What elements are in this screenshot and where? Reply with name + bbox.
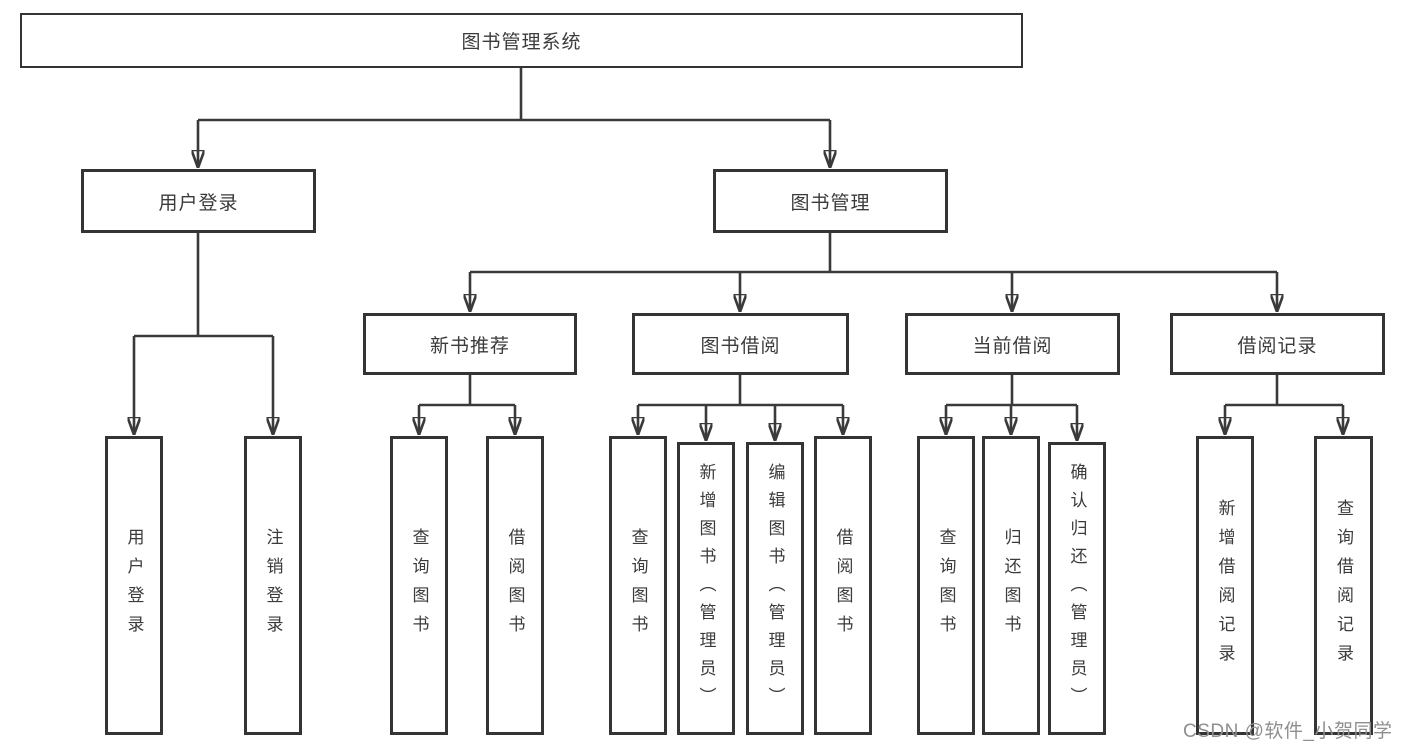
node-label: 图书管理 [790, 192, 871, 214]
node-label: 查询图书 [409, 527, 429, 644]
leaf-cb-return-books: 归还图书 [982, 436, 1040, 735]
leaf-nb-borrow-books: 借阅图书 [486, 436, 544, 735]
node-borrow-records: 借阅记录 [1170, 313, 1385, 375]
leaf-bb-query-books: 查询图书 [609, 436, 667, 735]
node-label: 图书借阅 [700, 335, 781, 357]
node-label: 确认归还（管理员） [1067, 462, 1087, 715]
node-book-management: 图书管理 [713, 169, 948, 233]
leaf-rec-add-record: 新增借阅记录 [1196, 436, 1254, 735]
node-user-login: 用户登录 [81, 169, 316, 233]
node-label: 注销登录 [263, 527, 283, 644]
leaf-cb-confirm-return-admin: 确认归还（管理员） [1048, 442, 1106, 735]
leaf-bb-edit-books-admin: 编辑图书（管理员） [746, 442, 804, 735]
node-label: 查询图书 [936, 527, 956, 644]
node-label: 新增图书（管理员） [696, 462, 716, 715]
leaf-cb-query-books: 查询图书 [917, 436, 975, 735]
leaf-user-login: 用户登录 [105, 436, 163, 735]
watermark: CSDN @软件_小贺同学 [1183, 721, 1393, 742]
leaf-rec-query-record: 查询借阅记录 [1314, 436, 1373, 735]
node-label: 当前借阅 [972, 335, 1053, 357]
node-label: 用户登录 [158, 192, 239, 214]
connector-skeleton [134, 68, 1343, 407]
node-label: 借阅图书 [833, 527, 853, 644]
leaf-nb-query-books: 查询图书 [390, 436, 448, 735]
leaf-bb-add-books-admin: 新增图书（管理员） [677, 442, 735, 735]
node-label: 借阅图书 [505, 527, 525, 644]
node-label: 图书管理系统 [461, 32, 582, 53]
leaf-logout: 注销登录 [244, 436, 302, 735]
node-label: 新书推荐 [429, 335, 510, 357]
node-label: 编辑图书（管理员） [765, 462, 785, 715]
node-new-book-recommend: 新书推荐 [363, 313, 577, 375]
node-label: 新增借阅记录 [1215, 498, 1235, 673]
node-label: 查询图书 [628, 527, 648, 644]
node-label: 查询借阅记录 [1334, 498, 1353, 673]
node-book-borrow: 图书借阅 [632, 313, 849, 375]
leaf-bb-borrow-books: 借阅图书 [814, 436, 872, 735]
node-label: 归还图书 [1001, 527, 1021, 644]
node-label: 用户登录 [124, 527, 144, 644]
node-current-borrow: 当前借阅 [905, 313, 1120, 375]
node-root-system: 图书管理系统 [20, 13, 1023, 68]
node-label: 借阅记录 [1237, 335, 1318, 357]
